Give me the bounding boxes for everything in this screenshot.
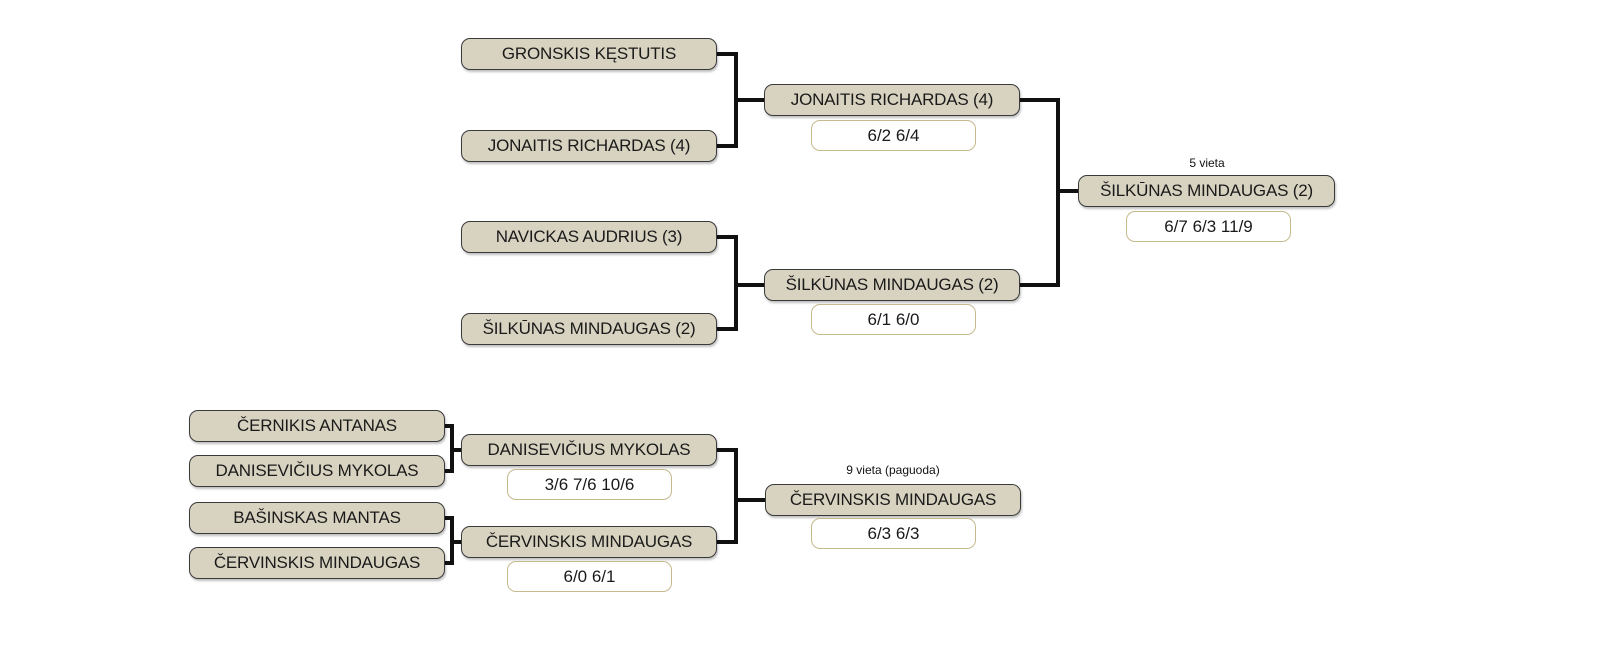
place-label: 5 vieta	[1189, 156, 1225, 170]
score-box: 6/3 6/3	[811, 518, 976, 549]
player-box: NAVICKAS AUDRIUS (3)	[461, 221, 717, 253]
connector-line	[717, 235, 738, 239]
connector-line	[445, 469, 454, 473]
connector-line	[734, 498, 765, 502]
connector-line	[450, 448, 461, 452]
connector-line	[450, 540, 461, 544]
player-box: JONAITIS RICHARDAS (4)	[461, 130, 717, 162]
player-box: GRONSKIS KĘSTUTIS	[461, 38, 717, 70]
place-label: 9 vieta (paguoda)	[846, 463, 940, 477]
winner-box: ŠILKŪNAS MINDAUGAS (2)	[764, 269, 1020, 301]
player-box: BAŠINSKAS MANTAS	[189, 502, 445, 534]
player-box: DANISEVIČIUS MYKOLAS	[189, 455, 445, 487]
winner-box: DANISEVIČIUS MYKOLAS	[461, 434, 717, 466]
connector-line	[445, 516, 454, 520]
winner-box: ČERVINSKIS MINDAUGAS	[461, 526, 717, 558]
connector-line	[717, 540, 738, 544]
final-winner-box: ČERVINSKIS MINDAUGAS	[765, 484, 1021, 516]
connector-line	[1056, 189, 1078, 193]
connector-line	[734, 448, 738, 544]
connector-line	[717, 144, 738, 148]
player-box: ČERNIKIS ANTANAS	[189, 410, 445, 442]
connector-line	[734, 283, 764, 287]
connector-line	[1020, 98, 1060, 102]
player-box: ŠILKŪNAS MINDAUGAS (2)	[461, 313, 717, 345]
connector-line	[1020, 283, 1060, 287]
connector-line	[717, 448, 738, 452]
score-box: 6/1 6/0	[811, 304, 976, 335]
score-box: 6/0 6/1	[507, 561, 672, 592]
score-box: 3/6 7/6 10/6	[507, 469, 672, 500]
final-winner-box: ŠILKŪNAS MINDAUGAS (2)	[1078, 175, 1335, 207]
connector-line	[717, 327, 738, 331]
score-box: 6/7 6/3 11/9	[1126, 211, 1291, 242]
connector-line	[734, 98, 764, 102]
connector-line	[717, 52, 738, 56]
player-box: ČERVINSKIS MINDAUGAS	[189, 547, 445, 579]
connector-line	[445, 561, 454, 565]
winner-box: JONAITIS RICHARDAS (4)	[764, 84, 1020, 116]
score-box: 6/2 6/4	[811, 120, 976, 151]
connector-line	[445, 424, 454, 428]
